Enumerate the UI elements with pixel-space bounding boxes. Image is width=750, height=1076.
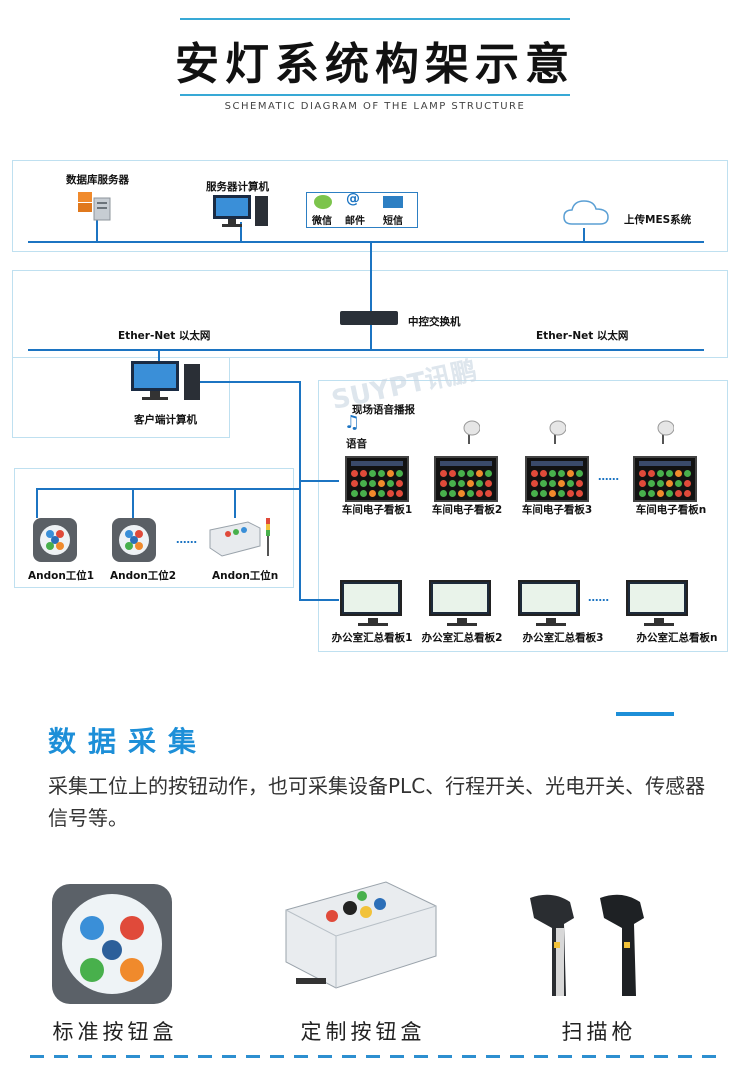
section-description: 采集工位上的按钮动作，也可采集设备PLC、行程开关、光电开关、传感器信号等。 — [48, 774, 706, 830]
andon-label: Andon工位1 — [28, 570, 95, 582]
server-computer-icon — [213, 195, 268, 227]
server-bus — [28, 241, 704, 243]
andon-label: Andon工位n — [212, 570, 279, 582]
voice-broadcast-label: 现场语音播报 — [352, 404, 415, 416]
office-board-label: 办公室汇总看板n — [636, 632, 718, 644]
dashed-divider — [30, 1055, 720, 1058]
office-board-label: 办公室汇总看板2 — [421, 632, 503, 644]
ethernet-right-label: Ether-Net 以太网 — [536, 330, 629, 342]
section-accent-bar — [616, 712, 674, 716]
ellipsis: …… — [176, 534, 197, 546]
board-label: 车间电子看板2 — [431, 504, 503, 516]
speaker-icon — [463, 420, 480, 444]
board-label: 车间电子看板n — [635, 504, 707, 516]
speaker-icon — [657, 420, 674, 444]
ellipsis: …… — [588, 592, 609, 604]
andon-box-icon — [112, 518, 156, 562]
sms-icon — [383, 196, 403, 208]
sms-label: 短信 — [383, 216, 403, 227]
ethernet-left-label: Ether-Net 以太网 — [118, 330, 211, 342]
custom-andon-icon — [209, 518, 270, 557]
product-label: 定制按钮盒 — [300, 1020, 426, 1044]
office-monitor-icon — [429, 580, 491, 626]
email-icon: @ — [346, 191, 360, 207]
board-label: 车间电子看板3 — [521, 504, 593, 516]
architecture-diagram: 数据库服务器 服务器计算机 @ 微信 邮件 短信 上传MES系统 中控交换机 E… — [0, 150, 750, 670]
workshop-board-icon — [525, 456, 589, 502]
database-icon — [78, 192, 111, 221]
title-frame — [180, 18, 570, 96]
workshop-board-icon — [434, 456, 498, 502]
server-pc-label: 服务器计算机 — [206, 181, 269, 193]
mes-label: 上传MES系统 — [624, 214, 692, 226]
product-label: 扫描枪 — [561, 1020, 637, 1044]
workshop-board-icon — [345, 456, 409, 502]
db-server-label: 数据库服务器 — [66, 174, 129, 186]
wechat-icon — [314, 195, 332, 209]
client-computer-icon — [131, 361, 200, 400]
office-board-label: 办公室汇总看板1 — [331, 632, 413, 644]
network-switch-icon — [340, 311, 398, 325]
section-title: 数据采集 — [48, 725, 209, 758]
office-monitor-icon — [518, 580, 580, 626]
product-label: 标准按钮盒 — [52, 1020, 178, 1044]
cloud-icon — [563, 200, 609, 225]
switch-label: 中控交换机 — [408, 316, 461, 328]
office-monitor-icon — [626, 580, 688, 626]
custom-button-box-image — [285, 881, 437, 989]
ellipsis: …… — [598, 471, 619, 483]
office-monitor-icon — [340, 580, 402, 626]
wechat-label: 微信 — [312, 216, 332, 227]
ethernet-bus — [28, 349, 704, 351]
page-subtitle: SCHEMATIC DIAGRAM OF THE LAMP STRUCTURE — [224, 101, 526, 112]
andon-label: Andon工位2 — [110, 570, 177, 582]
music-note-icon: ♫ — [344, 412, 361, 433]
office-board-label: 办公室汇总看板3 — [522, 632, 604, 644]
barcode-scanner-image — [530, 894, 644, 996]
page-title: 安灯系统构架示意 — [175, 39, 575, 90]
standard-button-box-image — [52, 884, 172, 1004]
workshop-board-icon — [633, 456, 697, 502]
board-label: 车间电子看板1 — [341, 504, 413, 516]
client-pc-label: 客户端计算机 — [134, 414, 197, 426]
email-label: 邮件 — [345, 216, 365, 227]
voice-label: 语音 — [346, 438, 367, 450]
speaker-icon — [549, 420, 566, 444]
andon-box-icon — [33, 518, 77, 562]
